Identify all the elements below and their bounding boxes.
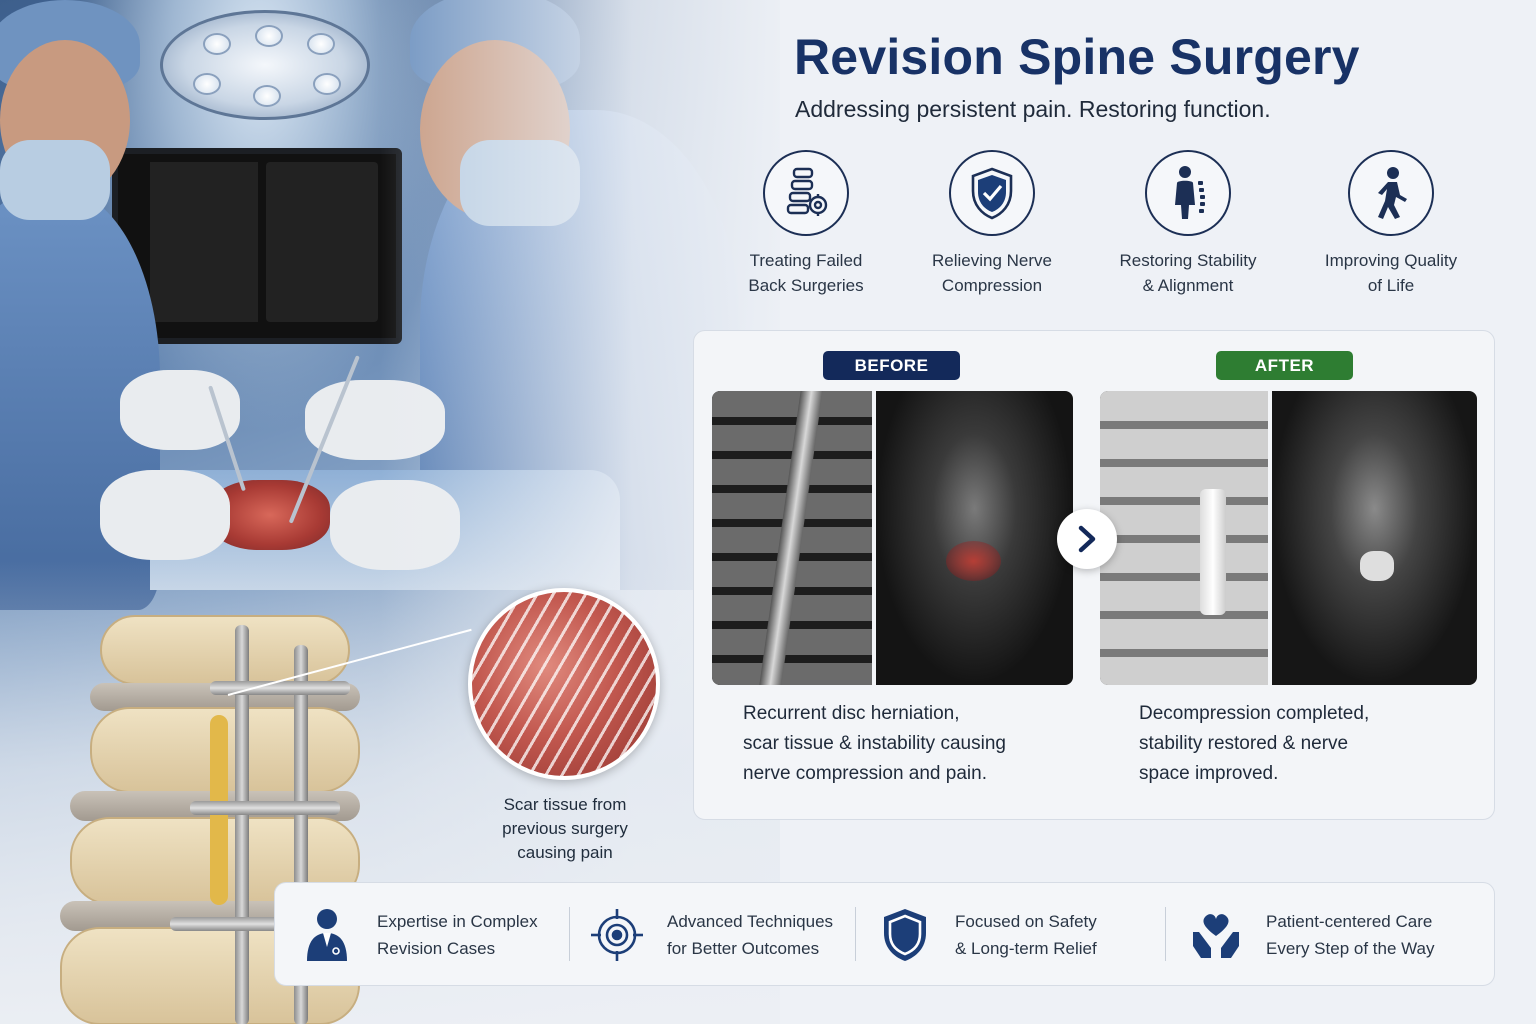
surgical-lamp	[160, 10, 370, 120]
next-arrow-button[interactable]	[1057, 509, 1117, 569]
incision-site	[210, 480, 330, 550]
heart-hands-icon	[1186, 905, 1246, 965]
after-badge: AFTER	[1216, 351, 1353, 380]
before-after-card: BEFORE AFTER Recurrent disc herniation, …	[693, 330, 1495, 820]
before-mri-images	[712, 391, 1073, 685]
page-subtitle: Addressing persistent pain. Restoring fu…	[795, 96, 1271, 122]
after-description: Decompression completed, stability resto…	[1139, 703, 1370, 784]
before-sagittal-mri	[712, 391, 872, 685]
surgery-photo: Scar tissue from previous surgery causin…	[0, 0, 780, 1024]
benefits-bar: Expertise in Complex Revision Cases Adva…	[274, 882, 1495, 986]
feature-stability-alignment: Restoring Stability & Alignment	[1093, 150, 1283, 298]
after-axial-mri	[1272, 391, 1477, 685]
benefit-expertise: Expertise in Complex Revision Cases	[297, 883, 538, 987]
after-sagittal-xray	[1100, 391, 1268, 685]
spine-illustration	[60, 595, 430, 1024]
shield-check-icon	[949, 150, 1035, 236]
body-alignment-icon	[1145, 150, 1231, 236]
mri-monitor	[112, 148, 402, 344]
feature-failed-back-surgeries: Treating Failed Back Surgeries	[711, 150, 901, 298]
scar-tissue-closeup	[468, 588, 660, 780]
target-icon	[587, 905, 647, 965]
before-description: Recurrent disc herniation, scar tissue &…	[743, 703, 1006, 784]
surgeon-icon	[297, 905, 357, 965]
shield-icon	[875, 905, 935, 965]
benefit-safety: Focused on Safety & Long-term Relief	[875, 883, 1097, 987]
feature-nerve-compression: Relieving Nerve Compression	[897, 150, 1087, 298]
after-mri-images	[1100, 391, 1477, 685]
scar-caption: Scar tissue from previous surgery causin…	[502, 795, 628, 862]
page-title: Revision Spine Surgery	[794, 29, 1360, 85]
chevron-right-icon	[1078, 525, 1096, 553]
feature-quality-of-life: Improving Quality of Life	[1296, 150, 1486, 298]
before-badge: BEFORE	[823, 351, 960, 380]
benefit-patient-care: Patient-centered Care Every Step of the …	[1186, 883, 1435, 987]
before-axial-mri	[876, 391, 1073, 685]
walking-person-icon	[1348, 150, 1434, 236]
spine-icon	[763, 150, 849, 236]
benefit-advanced-techniques: Advanced Techniques for Better Outcomes	[587, 883, 833, 987]
